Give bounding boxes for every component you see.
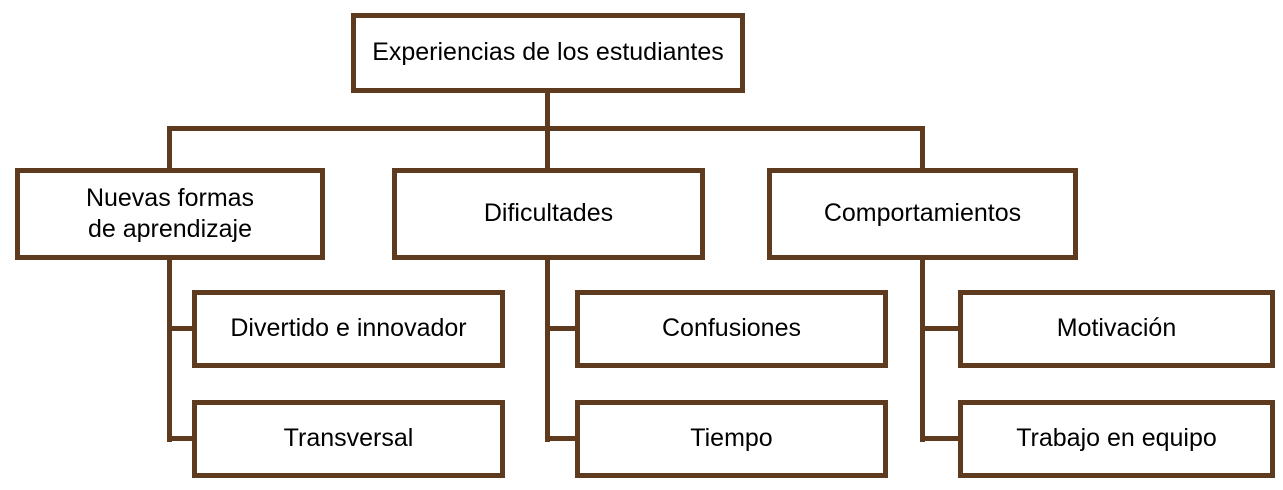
node-divertido-e-innovador-label: Divertido e innovador bbox=[230, 314, 467, 343]
node-root: Experiencias de los estudiantes bbox=[351, 13, 745, 93]
node-dificultades-label: Dificultades bbox=[483, 199, 614, 228]
connector-stub-branch-0-leaf-1 bbox=[167, 436, 197, 441]
connector-stub-branch-1-leaf-0 bbox=[545, 326, 580, 331]
connector-stub-branch-2-leaf-0 bbox=[920, 326, 963, 331]
node-nuevas-formas-label-line1: Nuevas formas bbox=[85, 183, 255, 212]
node-root-label: Experiencias de los estudiantes bbox=[372, 38, 724, 67]
connector-horizontal-bus bbox=[167, 126, 925, 131]
connector-stub-branch-0-leaf-0 bbox=[167, 326, 197, 331]
connector-vertical-branch-1 bbox=[545, 258, 550, 442]
connector-stub-branch-1-leaf-1 bbox=[545, 436, 580, 441]
node-confusiones-label: Confusiones bbox=[662, 314, 801, 343]
node-trabajo-en-equipo-label: Trabajo en equipo bbox=[1016, 424, 1217, 453]
node-trabajo-en-equipo: Trabajo en equipo bbox=[958, 400, 1275, 478]
node-comportamientos-label: Comportamientos bbox=[823, 199, 1022, 228]
node-tiempo: Tiempo bbox=[575, 400, 888, 478]
node-transversal: Transversal bbox=[192, 400, 505, 478]
connector-drop-left-branch bbox=[167, 126, 172, 173]
connector-stub-branch-2-leaf-1 bbox=[920, 436, 963, 441]
node-transversal-label: Transversal bbox=[283, 424, 414, 453]
node-motivacion-label: Motivación bbox=[1056, 314, 1177, 343]
connector-vertical-branch-0 bbox=[167, 258, 172, 442]
node-nuevas-formas-label-line2: de aprendizaje bbox=[87, 215, 252, 243]
connector-drop-right-branch bbox=[920, 126, 925, 173]
node-divertido-e-innovador: Divertido e innovador bbox=[192, 290, 505, 368]
node-nuevas-formas-de-aprendizaje: Nuevas formas de aprendizaje bbox=[15, 168, 325, 260]
connector-root-drop bbox=[545, 92, 550, 173]
node-dificultades: Dificultades bbox=[392, 168, 705, 260]
node-tiempo-label: Tiempo bbox=[690, 424, 773, 453]
node-comportamientos: Comportamientos bbox=[767, 168, 1078, 260]
node-confusiones: Confusiones bbox=[575, 290, 888, 368]
connector-vertical-branch-2 bbox=[920, 258, 925, 442]
node-motivacion: Motivación bbox=[958, 290, 1275, 368]
